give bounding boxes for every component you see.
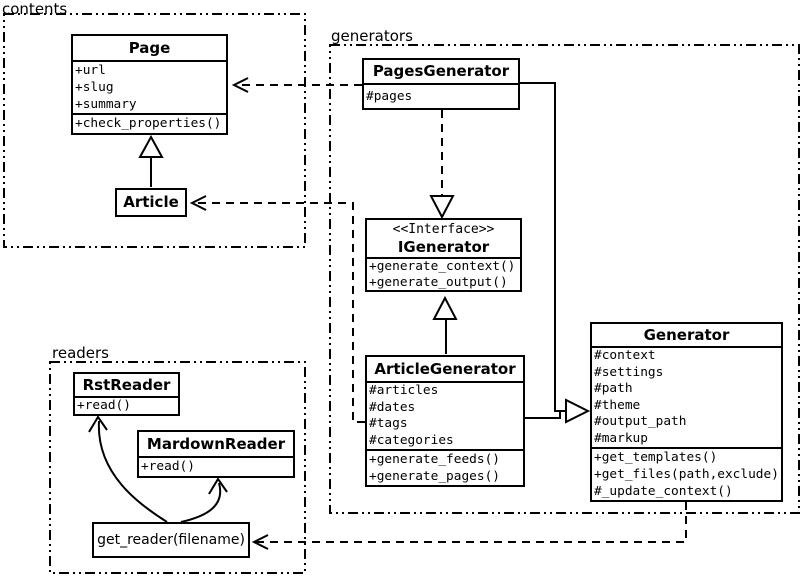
- association-getreader-rstreader-arrowhead: [88, 415, 108, 433]
- class-igenerator-header: <<Interface>> IGenerator: [367, 220, 520, 257]
- method: +get_files(path,exclude): [594, 467, 779, 482]
- class-igenerator-title: IGenerator: [397, 238, 490, 256]
- class-articlegenerator-title: ArticleGenerator: [374, 360, 516, 378]
- class-articlegenerator: ArticleGenerator #articles #dates #tags …: [365, 355, 525, 487]
- method: +generate_feeds(): [369, 452, 500, 467]
- package-generators-label: generators: [331, 27, 413, 45]
- generalization-article-page-triangle: [138, 134, 164, 158]
- association-getreader-mardownreader: [180, 482, 222, 523]
- method: +read(): [77, 398, 131, 413]
- package-readers-label: readers: [52, 344, 109, 362]
- attribute: #pages: [366, 89, 413, 104]
- attribute: #dates: [369, 399, 416, 415]
- attribute: #articles: [369, 383, 439, 398]
- generalization-generator-triangle: [565, 398, 591, 424]
- class-mardownreader-methods: +read(): [139, 456, 293, 476]
- package-readers-border: [49, 361, 306, 574]
- method: +generate_pages(): [369, 469, 500, 484]
- class-generator-methods: +get_templates() +get_files(path,exclude…: [592, 447, 781, 500]
- class-generator-attributes: #context #settings #path #theme #output_…: [592, 346, 781, 447]
- generalization-articlegenerator-igenerator-triangle: [432, 295, 458, 320]
- generalization-pagesgenerator-generator: [520, 82, 566, 412]
- attribute: +summary: [75, 97, 137, 112]
- class-pagesgenerator-attributes: #pages: [364, 83, 518, 108]
- class-article: Article: [115, 188, 187, 217]
- class-rstreader-methods: +read(): [75, 396, 178, 414]
- class-page-title: Page: [128, 39, 171, 57]
- class-igenerator: <<Interface>> IGenerator +generate_conte…: [365, 218, 522, 292]
- class-articlegenerator-methods: +generate_feeds() +generate_pages(): [367, 449, 523, 485]
- method: +check_properties(): [75, 116, 222, 131]
- dependency-generator-getreader-arrowhead: [251, 534, 269, 550]
- class-page: Page +url +slug +summary +check_properti…: [71, 34, 228, 135]
- class-igenerator-methods: +generate_context() +generate_output(): [367, 257, 520, 290]
- method: +generate_output(): [369, 274, 508, 290]
- attribute: #output_path: [594, 414, 687, 429]
- class-generator: Generator #context #settings #path #them…: [590, 322, 783, 502]
- function-get-reader: get_reader(filename): [92, 522, 250, 558]
- association-getreader-mardownreader-arrowhead: [208, 477, 228, 495]
- attribute: +url: [75, 63, 106, 78]
- attribute: #markup: [594, 430, 648, 446]
- function-get-reader-label: get_reader(filename): [97, 532, 245, 548]
- class-article-title: Article: [123, 193, 179, 211]
- method: +get_templates(): [594, 450, 718, 465]
- attribute: #theme: [594, 397, 641, 413]
- attribute: #context: [594, 348, 656, 363]
- package-contents-label: contents: [2, 0, 68, 18]
- class-mardownreader: MardownReader +read(): [137, 430, 295, 478]
- class-page-attributes: +url +slug +summary: [73, 60, 226, 113]
- dependency-articlegenerator-article-arrowhead: [189, 195, 207, 211]
- package-contents-border: [3, 13, 306, 248]
- attribute: #tags: [369, 416, 408, 431]
- generalization-articlegenerator-generator: [525, 412, 561, 419]
- association-getreader-rstreader: [97, 420, 168, 523]
- attribute: #path: [594, 381, 633, 396]
- attribute: #settings: [594, 364, 664, 380]
- realization-pagesgenerator-igenerator-triangle: [429, 195, 455, 220]
- class-pagesgenerator-title: PagesGenerator: [372, 62, 510, 80]
- dependency-generator-getreader: [256, 502, 687, 543]
- method: +generate_context(): [369, 259, 516, 274]
- attribute: #categories: [369, 432, 454, 448]
- class-generator-title: Generator: [643, 326, 730, 344]
- dependency-articlegenerator-article: [194, 202, 365, 423]
- class-rstreader: RstReader +read(): [73, 372, 180, 416]
- class-articlegenerator-attributes: #articles #dates #tags #categories: [367, 381, 523, 449]
- method: +read(): [141, 459, 195, 474]
- class-pagesgenerator: PagesGenerator #pages: [362, 58, 520, 110]
- attribute: +slug: [75, 80, 114, 95]
- class-igenerator-stereotype: <<Interface>>: [392, 222, 495, 237]
- method: #_update_context(): [594, 484, 733, 499]
- package-generators-border: [329, 44, 800, 514]
- class-page-methods: +check_properties(): [73, 113, 226, 133]
- class-mardownreader-title: MardownReader: [146, 435, 286, 453]
- dependency-pagesgenerator-page-arrowhead: [231, 77, 249, 93]
- class-rstreader-title: RstReader: [82, 376, 171, 394]
